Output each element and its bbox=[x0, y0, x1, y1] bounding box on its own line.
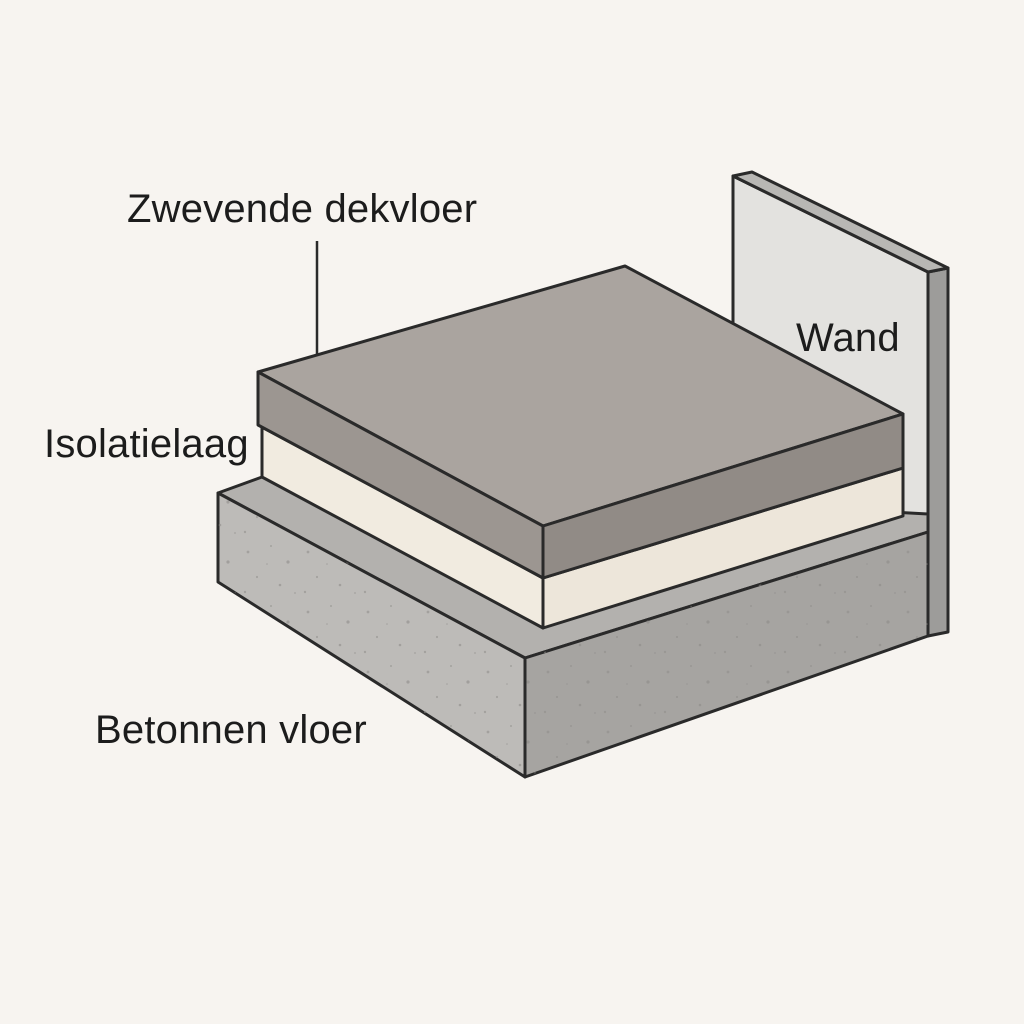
floating-screed bbox=[256, 264, 905, 580]
label-insulation-layer: Isolatielaag bbox=[44, 422, 249, 466]
label-floating-screed: Zwevende dekvloer bbox=[127, 187, 478, 231]
wall-top bbox=[731, 170, 950, 274]
label-wall: Wand bbox=[796, 316, 900, 360]
wall-edge bbox=[926, 266, 950, 638]
concrete-slab bbox=[216, 475, 930, 779]
label-concrete-floor: Betonnen vloer bbox=[95, 708, 367, 752]
screed-side bbox=[541, 412, 905, 580]
